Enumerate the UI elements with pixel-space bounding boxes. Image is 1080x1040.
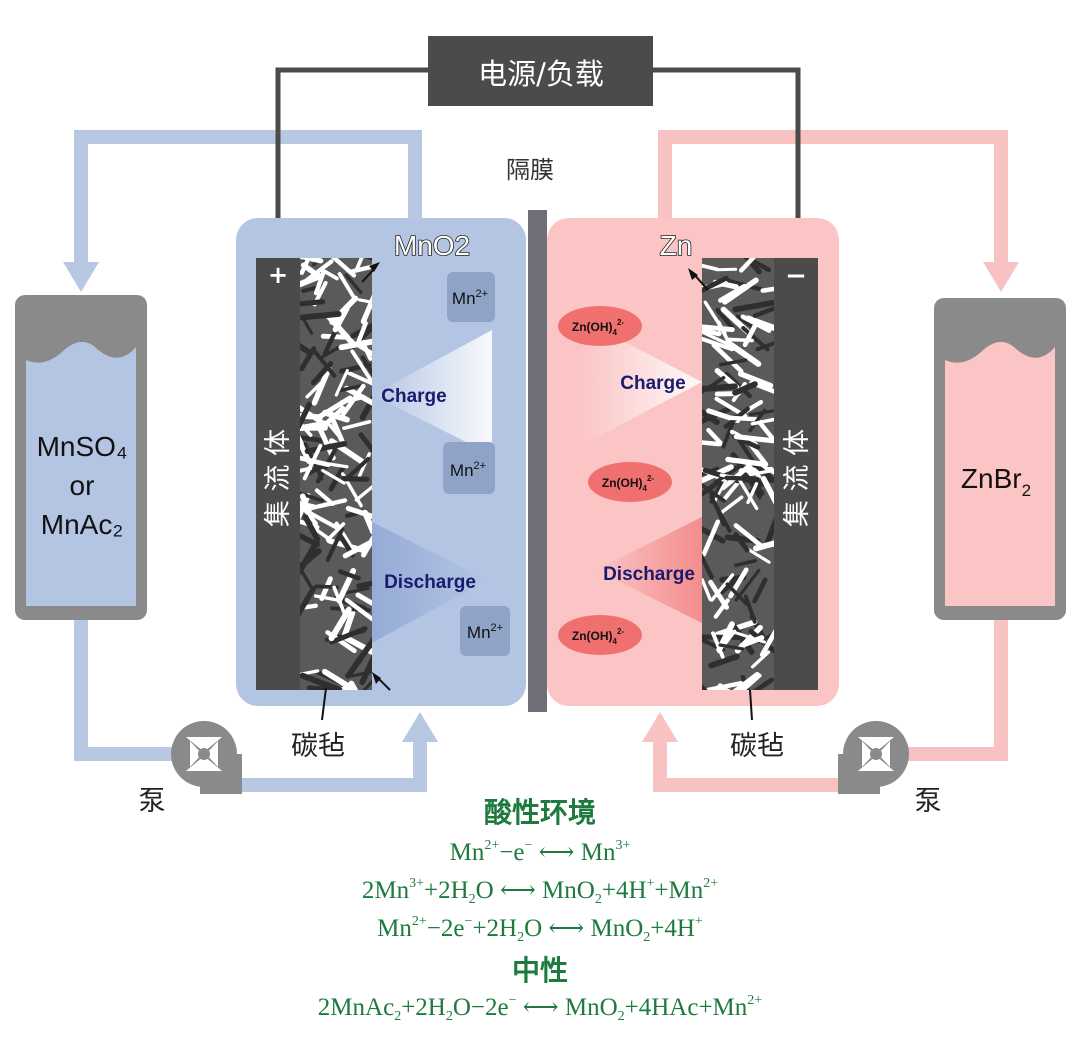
left-pump-icon	[171, 721, 242, 794]
left-current-collector	[256, 258, 300, 690]
left-discharge-cone	[368, 520, 488, 645]
right-pump-icon	[838, 721, 909, 794]
right-collector-label: 集 流 体	[782, 429, 813, 527]
neutral-environment-title: 中性	[511, 954, 568, 987]
equation-1: Mn2+−e− ⟷ Mn3+	[449, 838, 631, 867]
mn-ion-label-2: Mn2+	[450, 460, 486, 480]
right-electrode-sign: −	[785, 261, 807, 291]
equation-2: 2Mn3++2H2O ⟷ MnO2+4H++Mn2+	[361, 876, 719, 907]
left-pump-label: 泵	[139, 786, 166, 817]
separator-label: 隔膜	[506, 156, 554, 184]
right-flow-arrowheads	[642, 262, 1019, 742]
pointer-arrows	[321, 262, 753, 721]
mn-ion-label-1: Mn2+	[452, 288, 488, 308]
right-carbon-felt	[702, 258, 774, 690]
reversible-arrow: ⟷	[516, 994, 565, 1021]
mn-ion-label-3: Mn2+	[467, 622, 503, 642]
right-tank	[934, 298, 1066, 620]
zn-ion-oval-1	[558, 306, 642, 346]
reversible-arrow: ⟷	[542, 915, 591, 942]
left-charge-cone	[372, 330, 492, 455]
right-tank-label: ZnBr2	[961, 463, 1031, 500]
reversible-arrow: ⟷	[493, 877, 543, 904]
acidic-environment-title: 酸性环境	[483, 796, 596, 829]
right-electrolyte-pipes	[653, 130, 1008, 792]
right-carbon-felt-label: 碳毡	[730, 731, 784, 762]
right-electrode-product: Zn	[660, 230, 693, 261]
equation-4: 2MnAc2+2H2O−2e− ⟷ MnO2+4HAc+Mn2+	[317, 993, 763, 1024]
left-charge-label: Charge	[381, 386, 446, 407]
left-tank-line-1: MnSO₄	[37, 431, 128, 462]
zn-ion-oval-2	[588, 462, 672, 502]
mn-ion-box-1	[447, 272, 495, 322]
right-charge-cone	[582, 320, 702, 445]
equation-3: Mn2+−2e−+2H2O ⟷ MnO2+4H+	[377, 914, 703, 945]
right-current-collector	[774, 258, 818, 690]
left-carbon-felt-label: 碳毡	[291, 731, 345, 762]
left-tank-line-3: MnAc₂	[41, 509, 123, 540]
right-discharge-label: Discharge	[603, 564, 695, 585]
zn-ion-label-1: Zn(OH)42-	[572, 318, 625, 337]
zn-ion-oval-3	[558, 615, 642, 655]
left-collector-label: 集 流 体	[263, 429, 294, 527]
left-tank-line-2: or	[70, 470, 95, 501]
left-electrode-sign: +	[268, 261, 288, 289]
zn-ion-label-2: Zn(OH)42-	[602, 474, 655, 493]
left-electrolyte-pipes	[74, 130, 427, 792]
right-pump-label: 泵	[915, 786, 942, 817]
zn-ion-label-3: Zn(OH)42-	[572, 627, 625, 646]
left-tank	[15, 295, 147, 620]
left-flow-arrowheads	[63, 262, 438, 742]
right-charge-label: Charge	[620, 373, 685, 394]
left-electrode-product: MnO2	[394, 230, 470, 261]
reversible-arrow: ⟷	[532, 839, 581, 866]
external-circuit-wire	[275, 67, 801, 262]
power-load-box	[428, 36, 653, 106]
power-load-label: 电源/负载	[478, 57, 604, 91]
right-discharge-cone	[596, 510, 716, 630]
mn-ion-box-3	[460, 606, 510, 656]
left-discharge-label: Discharge	[384, 572, 476, 593]
separator-membrane	[528, 210, 547, 712]
mn-ion-box-2	[443, 442, 495, 494]
left-carbon-felt	[300, 258, 372, 690]
